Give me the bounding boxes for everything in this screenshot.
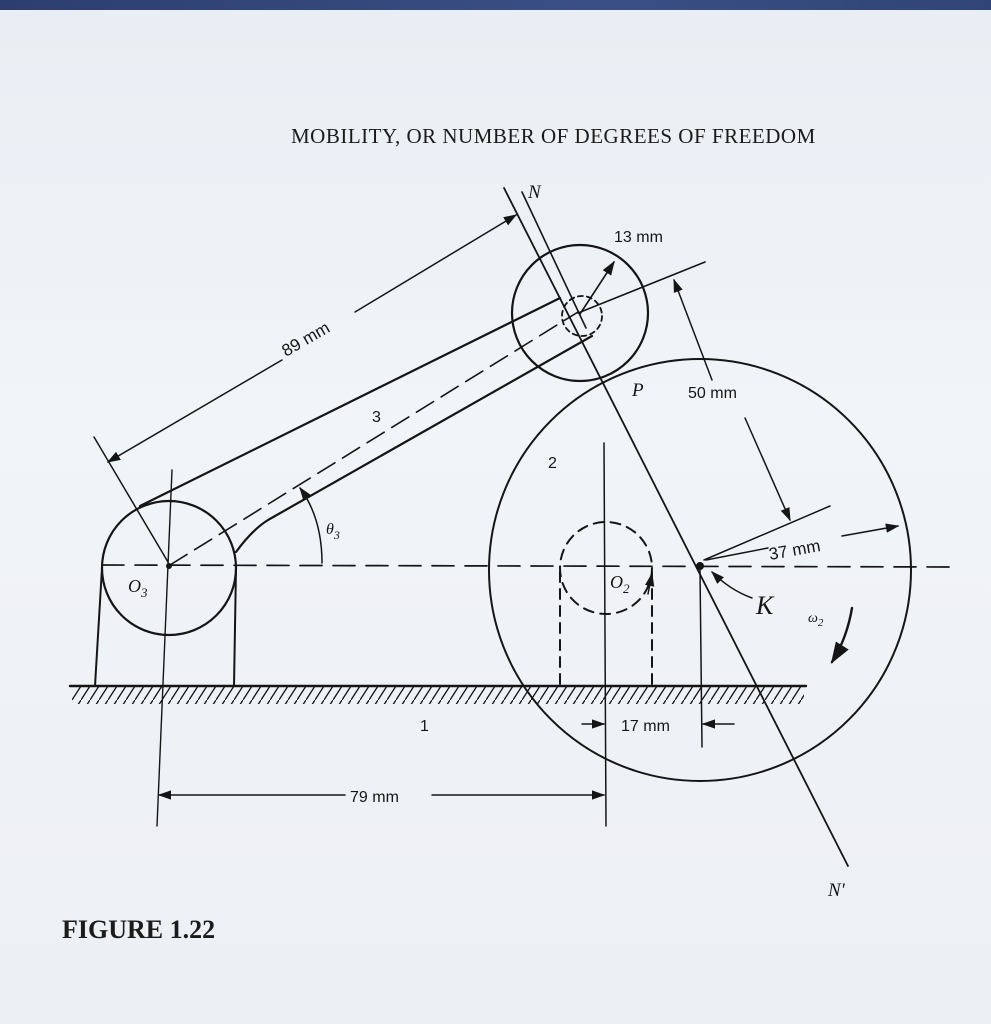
o3-center-dot bbox=[166, 563, 172, 569]
page-top-edge bbox=[0, 0, 991, 10]
horizontal-centerline bbox=[101, 564, 956, 568]
label-p: P bbox=[631, 380, 644, 401]
o2-bearing-hidden bbox=[559, 521, 653, 687]
dim-37-mm bbox=[705, 523, 900, 561]
o2-vertical-centerline bbox=[603, 442, 607, 827]
link-3 bbox=[138, 296, 594, 554]
common-normal-line bbox=[503, 187, 849, 867]
k-center-dot bbox=[696, 562, 704, 570]
omega2-arrow bbox=[830, 606, 854, 664]
dim-89-mm bbox=[93, 214, 518, 563]
label-k: K bbox=[755, 591, 775, 620]
theta3-arc bbox=[299, 486, 323, 564]
label-theta3: θ3 bbox=[326, 521, 340, 542]
normal-upper-offset bbox=[521, 191, 587, 329]
o3-vertical-centerline bbox=[156, 469, 173, 827]
follower-extension bbox=[577, 261, 706, 314]
k-vertical-line bbox=[699, 569, 703, 748]
label-link-2: 2 bbox=[548, 455, 557, 472]
label-n: N bbox=[527, 182, 542, 203]
link-3-centerline bbox=[169, 311, 579, 566]
dim-79-label: 79 mm bbox=[350, 789, 399, 806]
follower-pin-circle bbox=[510, 243, 650, 383]
dim-13-label: 13 mm bbox=[614, 229, 663, 246]
ground-link bbox=[68, 684, 808, 704]
follower-pin-hidden bbox=[561, 295, 603, 337]
o3-support bbox=[94, 567, 237, 687]
k-leader bbox=[711, 571, 753, 599]
dim-17-label: 17 mm bbox=[621, 718, 670, 735]
label-omega2: ω2 bbox=[808, 611, 824, 629]
figure-caption: FIGURE 1.22 bbox=[62, 915, 216, 944]
dim-13-mm-arrow bbox=[579, 260, 615, 315]
running-head: MOBILITY, OR NUMBER OF DEGREES OF FREEDO… bbox=[291, 124, 816, 148]
label-link-1: 1 bbox=[420, 718, 429, 735]
disc-link-2 bbox=[488, 358, 912, 782]
o2-leader bbox=[644, 572, 655, 595]
dim-37-label: 37 mm bbox=[767, 536, 821, 564]
label-link-3: 3 bbox=[372, 409, 381, 426]
label-n-prime: N' bbox=[827, 880, 846, 901]
o3-pivot-circle bbox=[100, 499, 238, 637]
dim-89-label: 89 mm bbox=[279, 318, 334, 360]
label-o2: O2 bbox=[610, 572, 630, 596]
dim-50-label: 50 mm bbox=[688, 385, 737, 402]
label-o3: O3 bbox=[128, 576, 148, 600]
dim-50-mm bbox=[673, 278, 831, 561]
